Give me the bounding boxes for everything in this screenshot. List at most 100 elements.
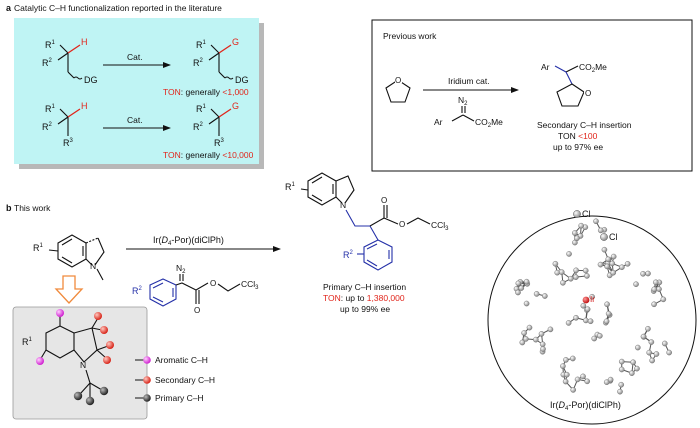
svg-text:R1: R1 xyxy=(196,104,207,114)
crystal-atom xyxy=(646,349,652,356)
row2-ton: TON: generally <10,000 xyxy=(163,150,254,160)
crystal-ir-atom xyxy=(582,296,590,304)
crystal-atom xyxy=(563,357,569,363)
row1-arrow-label: Cat. xyxy=(127,52,143,62)
svg-text:CO2Me: CO2Me xyxy=(579,62,607,74)
previous-catalyst: Iridium cat. xyxy=(448,76,490,86)
crystal-atom xyxy=(570,387,577,393)
crystal-atom xyxy=(653,351,660,357)
crystal-atom xyxy=(521,330,527,336)
svg-text:CCl3: CCl3 xyxy=(431,220,449,232)
svg-text:O: O xyxy=(399,220,405,229)
panel-a-title: Catalytic C–H functionalization reported… xyxy=(14,3,222,13)
previous-work-title: Previous work xyxy=(383,31,437,41)
main-ee: up to 99% ee xyxy=(340,304,390,314)
main-ton: TON: up to 1,380,000 xyxy=(323,293,405,303)
crystal-atom xyxy=(573,267,579,274)
previous-ee: up to 97% ee xyxy=(553,142,603,152)
crystal-atom xyxy=(547,326,554,333)
crystal-atom xyxy=(656,286,662,292)
svg-text:O: O xyxy=(585,89,591,98)
crystal-atom xyxy=(645,325,651,332)
svg-text:R2: R2 xyxy=(132,286,143,296)
svg-text:R1: R1 xyxy=(33,243,44,253)
crystal-atom xyxy=(533,291,540,297)
crystal-atom xyxy=(578,222,584,229)
crystal-atom xyxy=(591,335,598,342)
crystal-atom xyxy=(518,285,525,291)
crystal-atom xyxy=(589,293,595,300)
crystal-atom xyxy=(572,230,578,236)
indoline-reactant: N R1 xyxy=(33,234,105,281)
thf-reactant: O xyxy=(385,76,411,103)
reactivity-molecule: N R1 xyxy=(22,309,114,406)
crystal-atom xyxy=(523,300,530,307)
svg-text:O: O xyxy=(381,196,387,205)
row1-ton: TON: generally <1,000 xyxy=(163,87,249,97)
svg-text:G: G xyxy=(232,101,239,111)
svg-text:O: O xyxy=(194,306,200,315)
crystal-atom xyxy=(560,363,566,369)
previous-product: Ar CO2Me O xyxy=(541,62,607,107)
svg-text:O: O xyxy=(395,76,401,85)
main-catalyst: Ir(D4-Por)(diClPh) xyxy=(153,235,224,247)
crystal-atom xyxy=(533,336,539,343)
crystal-atom xyxy=(580,373,586,380)
crystal-atom xyxy=(618,358,625,365)
panel-a-box xyxy=(14,18,259,164)
main-insertion: Primary C–H insertion xyxy=(323,282,406,292)
crystal-atom xyxy=(610,253,617,260)
crystal-atom xyxy=(552,260,559,267)
crystal-atom xyxy=(566,251,572,257)
crystal-atom xyxy=(574,376,581,383)
crystal-caption: Ir(D4-Por)(diClPh) xyxy=(550,400,621,412)
crystal-atom xyxy=(629,370,635,376)
svg-text:DG: DG xyxy=(84,75,98,85)
panel-b-label: b xyxy=(6,203,12,213)
crystal-atom xyxy=(651,301,657,308)
crystal-ir: Ir xyxy=(590,295,595,304)
crystal-atom xyxy=(519,339,526,346)
svg-text:H: H xyxy=(81,101,88,111)
crystal-atom xyxy=(587,318,594,325)
panel-b-title: This work xyxy=(14,203,51,213)
crystal-cl-atom xyxy=(600,233,608,241)
row1-product: R1 R2 G DG xyxy=(193,37,249,85)
crystal-atom xyxy=(624,261,631,267)
crystal-atom xyxy=(582,267,589,274)
svg-text:N: N xyxy=(90,261,96,271)
crystal-atom xyxy=(640,333,647,340)
crystal-cl-2: Cl xyxy=(609,232,618,242)
svg-text:R1: R1 xyxy=(22,337,33,347)
crystal-atom xyxy=(597,227,604,234)
crystal-atom xyxy=(607,376,614,383)
crystal-atom xyxy=(603,318,610,325)
crystal-atom xyxy=(618,381,625,388)
svg-text:R2: R2 xyxy=(42,122,53,132)
svg-text:R3: R3 xyxy=(214,138,225,148)
orange-down-arrow xyxy=(54,275,84,304)
crystal-atom xyxy=(570,355,576,362)
crystal-atom xyxy=(651,286,658,293)
crystal-atom xyxy=(605,256,612,263)
row2-product: R1 R2 G R3 xyxy=(193,101,239,148)
crystal-structure xyxy=(513,210,672,395)
svg-text:R1: R1 xyxy=(285,182,296,192)
crystal-atom xyxy=(634,365,640,372)
crystal-atom xyxy=(526,324,533,331)
diazo-ccl3-reagent: N2 O O CCl3 R2 xyxy=(132,263,259,315)
previous-ton: TON <100 xyxy=(558,131,598,141)
crystal-atom xyxy=(542,293,548,299)
crystal-atom xyxy=(565,320,572,326)
main-product: N R1 O O CCl3 R2 xyxy=(285,172,449,271)
crystal-atom xyxy=(633,281,639,288)
crystal-atom xyxy=(645,270,651,277)
svg-text:N2: N2 xyxy=(176,263,186,275)
crystal-atom xyxy=(661,340,668,347)
crystal-atom xyxy=(652,279,659,286)
previous-work-box xyxy=(371,19,693,172)
crystal-atom xyxy=(515,280,522,287)
row2-reactant: R1 R2 H R3 xyxy=(42,101,88,148)
